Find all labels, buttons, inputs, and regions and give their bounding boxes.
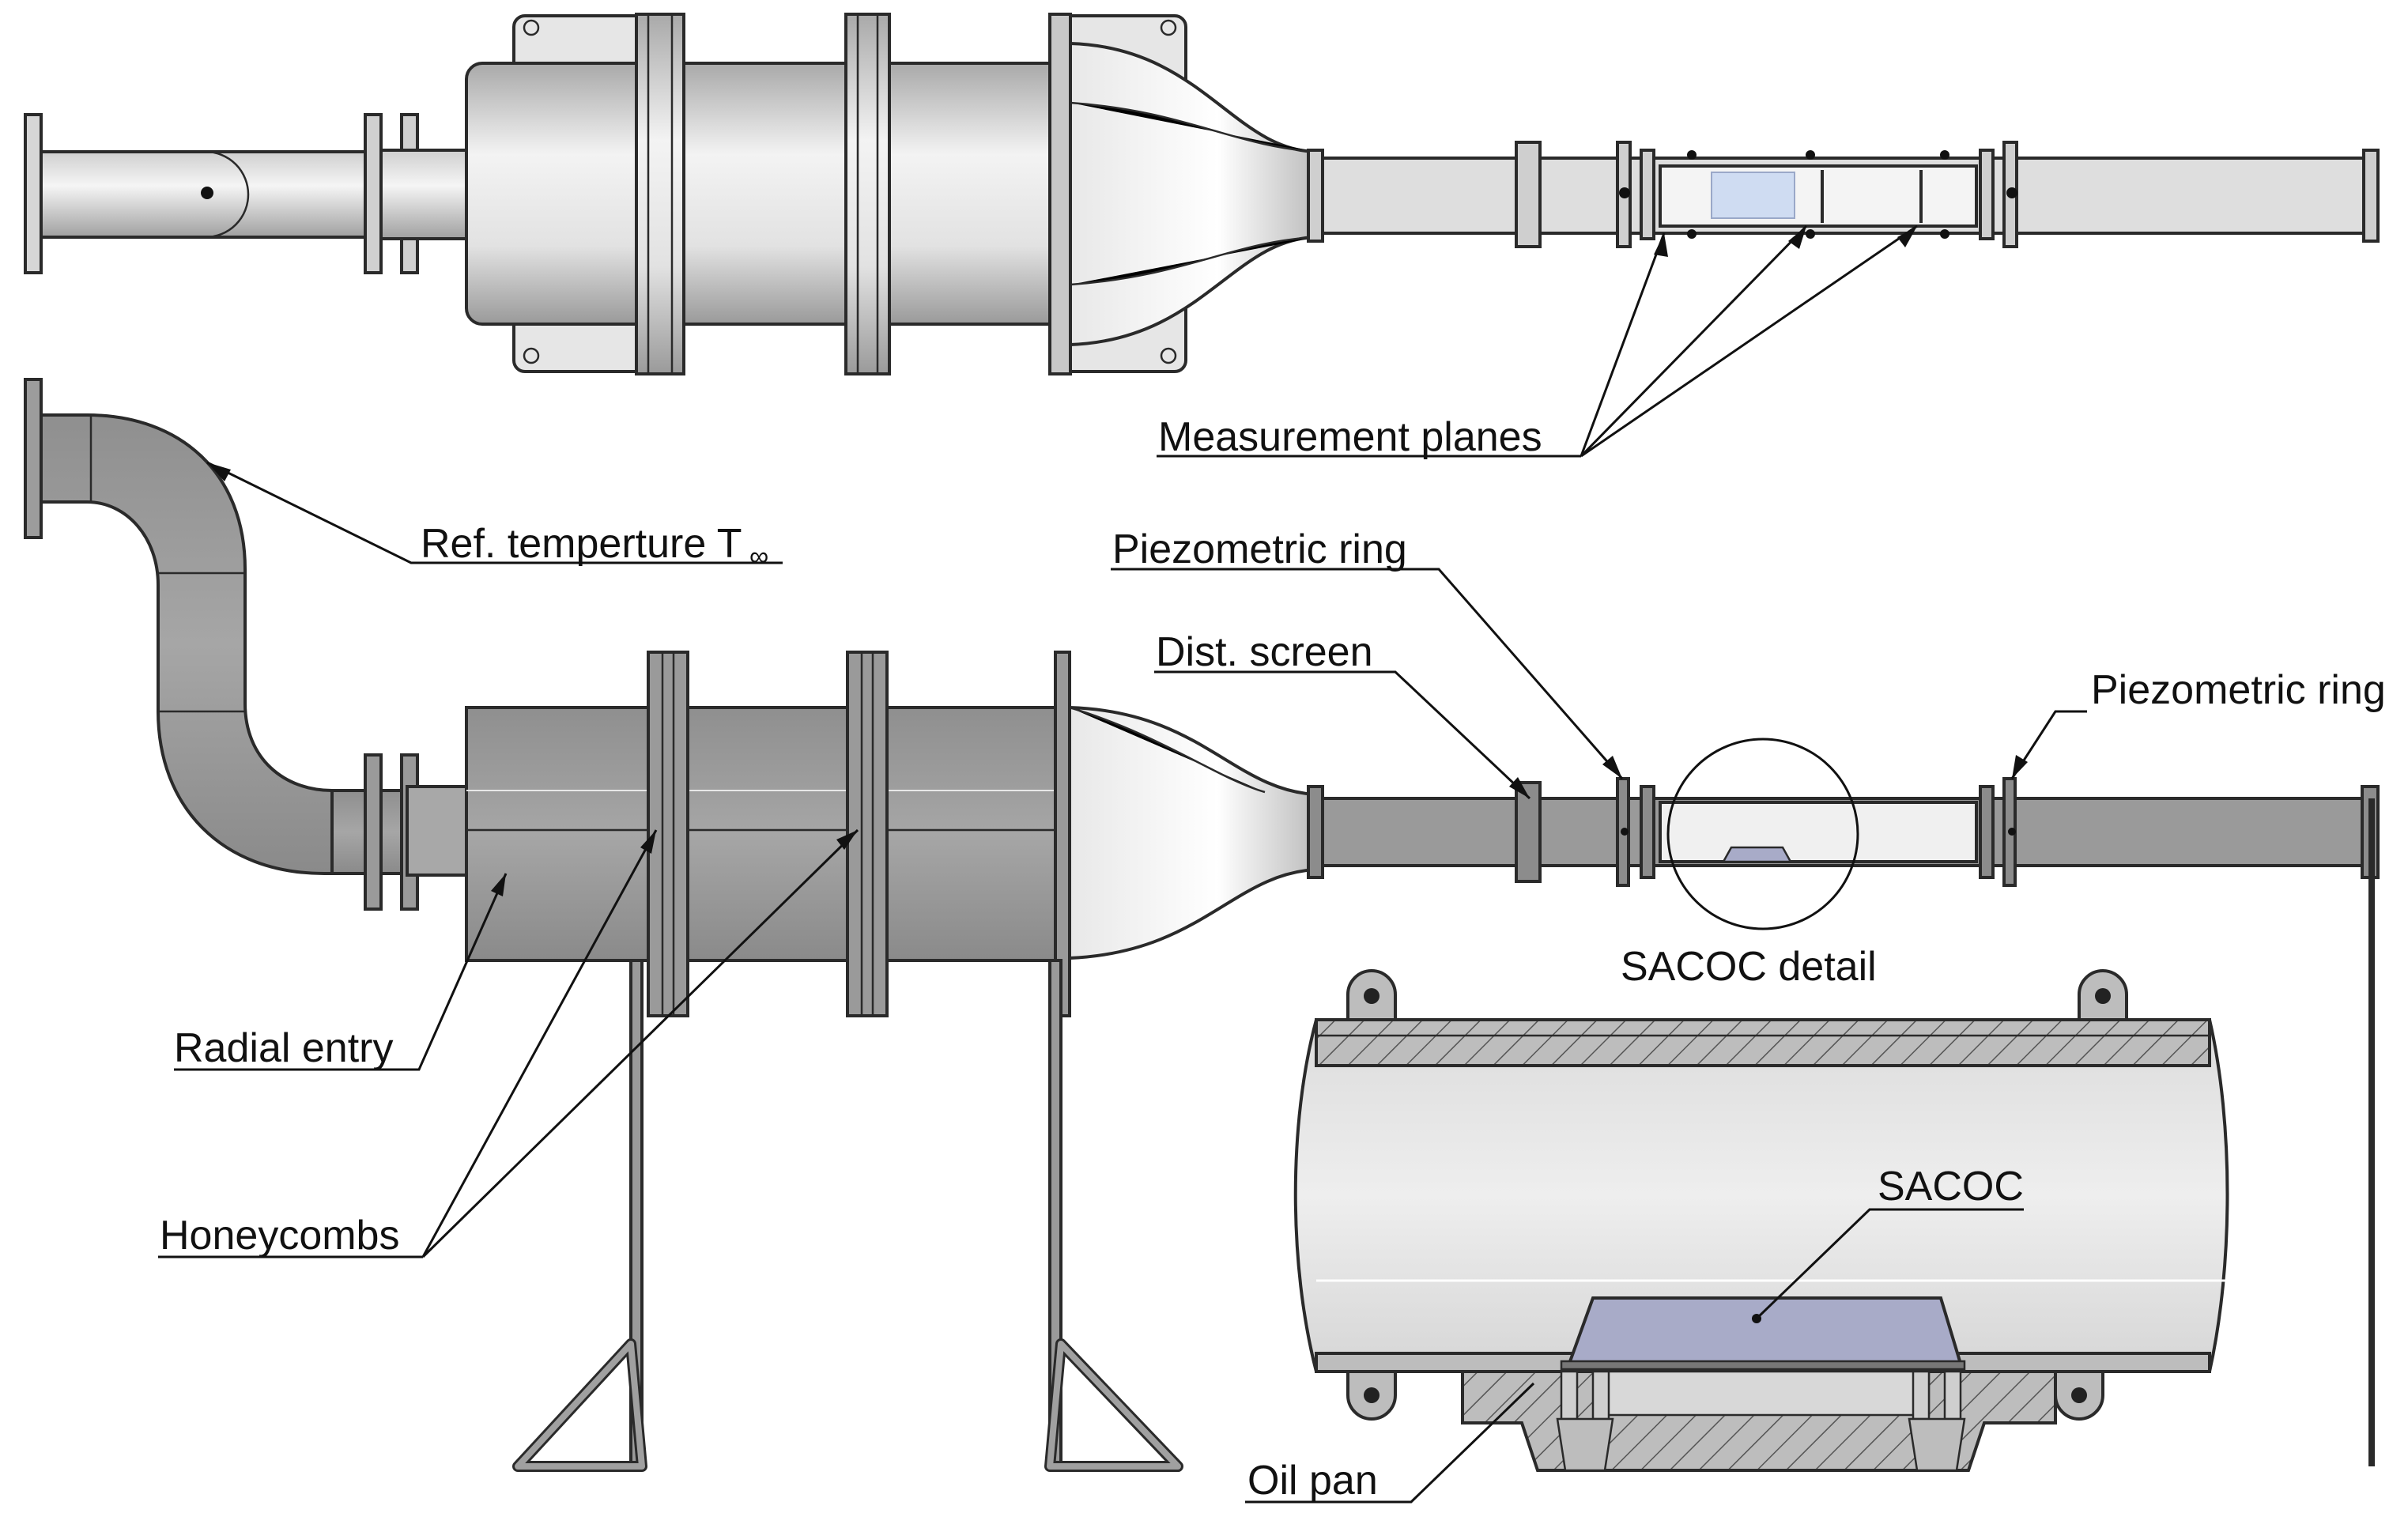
duct-flange-side-1 — [1307, 785, 1324, 879]
settling-chamber-top — [465, 62, 1069, 326]
duct-flange-top-4 — [1640, 149, 1655, 240]
support-stand-left — [512, 959, 647, 1472]
leader-lines — [158, 225, 2087, 1504]
inlet-flange-side — [24, 378, 43, 539]
chamber-flange-top-2 — [844, 13, 891, 375]
inlet-flange-top — [24, 113, 43, 274]
label-sacoc: SACOC — [1878, 1164, 2024, 1209]
label-sacoc-detail: SACOC detail — [1621, 944, 1877, 990]
oil-pan-recess — [1595, 1370, 1931, 1417]
oil-nozzle — [1908, 1370, 1966, 1472]
sacoc-small — [1721, 846, 1793, 863]
label-measurement-planes: Measurement planes — [1158, 414, 1542, 460]
bolt-hole — [1160, 19, 1177, 36]
label-radial-entry: Radial entry — [174, 1025, 393, 1071]
label-oil-pan: Oil pan — [1247, 1458, 1378, 1504]
duct-flange-top-5 — [1979, 149, 1995, 240]
sacoc-plate — [1567, 1296, 1963, 1365]
small-flange-top-1 — [364, 113, 383, 274]
label-ref-temperature: Ref. temperture T — [421, 521, 742, 567]
contraction-cone-top — [1069, 41, 1318, 347]
detail-top-wall — [1315, 1018, 2211, 1067]
labels: Measurement planes Ref. temperture T ∞ P… — [160, 414, 2386, 1504]
short-duct-top — [379, 149, 470, 240]
bolt-hole — [523, 19, 540, 36]
measurement-section-side — [1659, 801, 1978, 863]
dist-screen-flange — [1515, 781, 1542, 883]
duct-flange-top-2 — [1515, 141, 1542, 248]
label-piezometric-ring-2: Piezometric ring — [2091, 667, 2386, 713]
top-view — [24, 13, 2380, 375]
bolt-hole — [523, 347, 540, 364]
label-dist-screen: Dist. screen — [1156, 629, 1373, 675]
bolt-hole — [1160, 347, 1177, 364]
duct-flange-side-5 — [1979, 785, 1995, 879]
label-honeycombs: Honeycombs — [160, 1213, 399, 1258]
settling-chamber-side — [465, 706, 1069, 962]
sacoc-detail-view — [1293, 969, 2229, 1472]
pipe-bend-outline — [87, 150, 250, 239]
label-ref-temperature-subscript: ∞ — [749, 541, 768, 572]
duct-flange-top-1 — [1307, 149, 1324, 243]
support-stand-right — [1044, 959, 1183, 1472]
chamber-flange-top-3 — [1048, 13, 1072, 375]
ref-point-top — [201, 187, 213, 199]
optical-window — [1711, 172, 1795, 219]
duct-flange-side-4 — [1640, 785, 1655, 879]
sacoc-detail-circle — [1666, 738, 1859, 930]
small-flange-side-1 — [364, 753, 383, 911]
contraction-cone-side — [1068, 705, 1318, 960]
label-piezometric-ring-1: Piezometric ring — [1112, 526, 1407, 572]
oil-nozzle — [1556, 1370, 1614, 1472]
chamber-flange-top-1 — [635, 13, 685, 375]
measurement-section-top — [1659, 164, 1978, 228]
inlet-elbow — [40, 413, 342, 875]
outlet-flange-top — [2362, 149, 2380, 243]
